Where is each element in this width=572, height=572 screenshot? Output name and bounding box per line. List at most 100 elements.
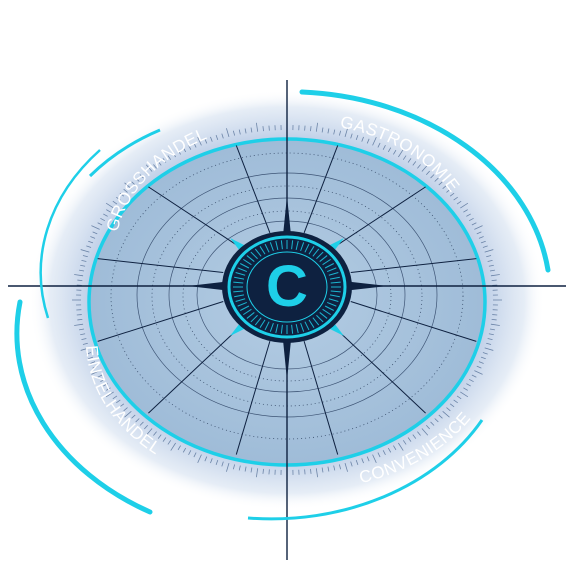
scale-tick [398,149,404,158]
scale-tick [310,468,312,474]
hub-tick [235,298,246,303]
scale-tick [210,136,213,142]
scale-tick [144,170,149,176]
scale-tick [402,155,407,160]
scale-tick [221,133,224,139]
hub-tick [324,263,334,269]
scale-tick [170,149,176,158]
scale-tick [474,370,483,375]
scale-tick [139,174,144,179]
scale-tick [344,128,348,137]
scale-tick [466,383,471,387]
scale-tick [97,374,103,378]
scale-tick [453,399,458,404]
scale-tick [463,209,468,213]
scale-tick [327,128,330,134]
scale-tick [82,255,88,258]
scale-tick [79,328,85,331]
hub-tick [312,317,320,326]
scale-tick [162,437,167,442]
scale-tick [238,465,241,471]
radial-spoke [97,258,224,274]
hub-tick [329,276,340,280]
scale-tick [488,333,494,336]
scale-tick [402,440,407,445]
scale-tick [478,236,484,239]
scale-tick [487,259,493,262]
radial-spokes [97,145,477,455]
scale-tick [139,421,144,426]
scale-tick [491,279,497,282]
scale-tick [315,468,318,478]
scale-tick [210,458,213,464]
hub-tick [243,258,252,266]
scale-tick [484,347,494,351]
scale-tick [157,161,162,166]
scale-tick [480,356,486,360]
scale-tick [88,240,94,244]
scale-tick [100,378,105,383]
scale-tick [382,145,386,150]
scale-tick [119,403,125,408]
scale-tick [262,468,264,474]
scale-tick [226,463,230,472]
scale-tick [123,407,128,412]
scale-tick [250,467,253,473]
scale-tick [421,428,429,436]
hub-tick [322,258,331,266]
scale-tick [123,188,128,193]
scale-tick [81,338,87,341]
scale-tick [446,188,451,193]
scale-tick [407,158,412,163]
radial-spoke [235,340,271,455]
scale-tick [116,399,121,404]
scale-tick [333,129,336,135]
scale-tick [486,255,492,258]
cyan-arc-bottom-left [14,299,153,515]
scale-tick [90,361,96,364]
scale-tick [162,158,167,163]
scale-tick [442,182,450,189]
scale-tick [119,192,125,197]
scale-tick [398,442,404,451]
scale-tick [482,245,488,248]
scale-tick [321,467,324,473]
hub-tick [254,317,262,326]
radial-spoke [148,326,241,414]
scale-tick [333,465,336,471]
scale-tick [489,269,495,272]
scale-tick [469,378,474,383]
hub-tick [233,290,244,293]
scale-tick [182,447,187,453]
scale-tick [88,356,94,360]
hub-tick [264,243,270,253]
tick-scale-ring [72,121,502,479]
radial-spoke [148,186,241,248]
scale-tick [434,177,439,182]
scale-tick [387,147,392,153]
scale-tick [144,424,149,430]
hub-tick [275,240,279,250]
hub-tick [280,324,283,334]
scale-tick [425,424,430,430]
scale-tick [471,374,477,378]
scale-tick [350,133,353,139]
hub-tick [233,281,244,284]
scale-tick [135,177,140,182]
hub-tick [280,240,283,250]
hub-tick [246,312,255,319]
scale-tick [215,135,219,141]
scale-tick [361,458,364,464]
scale-tick [215,459,219,465]
hub-tick [240,305,250,311]
scale-tick [310,126,312,132]
scale-tick [315,122,318,132]
scale-tick [338,130,342,136]
scale-tick [491,318,497,321]
hub-tick [327,301,337,307]
hub-tick [291,324,294,334]
scale-tick [393,445,397,451]
radial-spoke [333,326,426,414]
scale-tick [193,452,197,458]
hub-tick [275,324,279,334]
